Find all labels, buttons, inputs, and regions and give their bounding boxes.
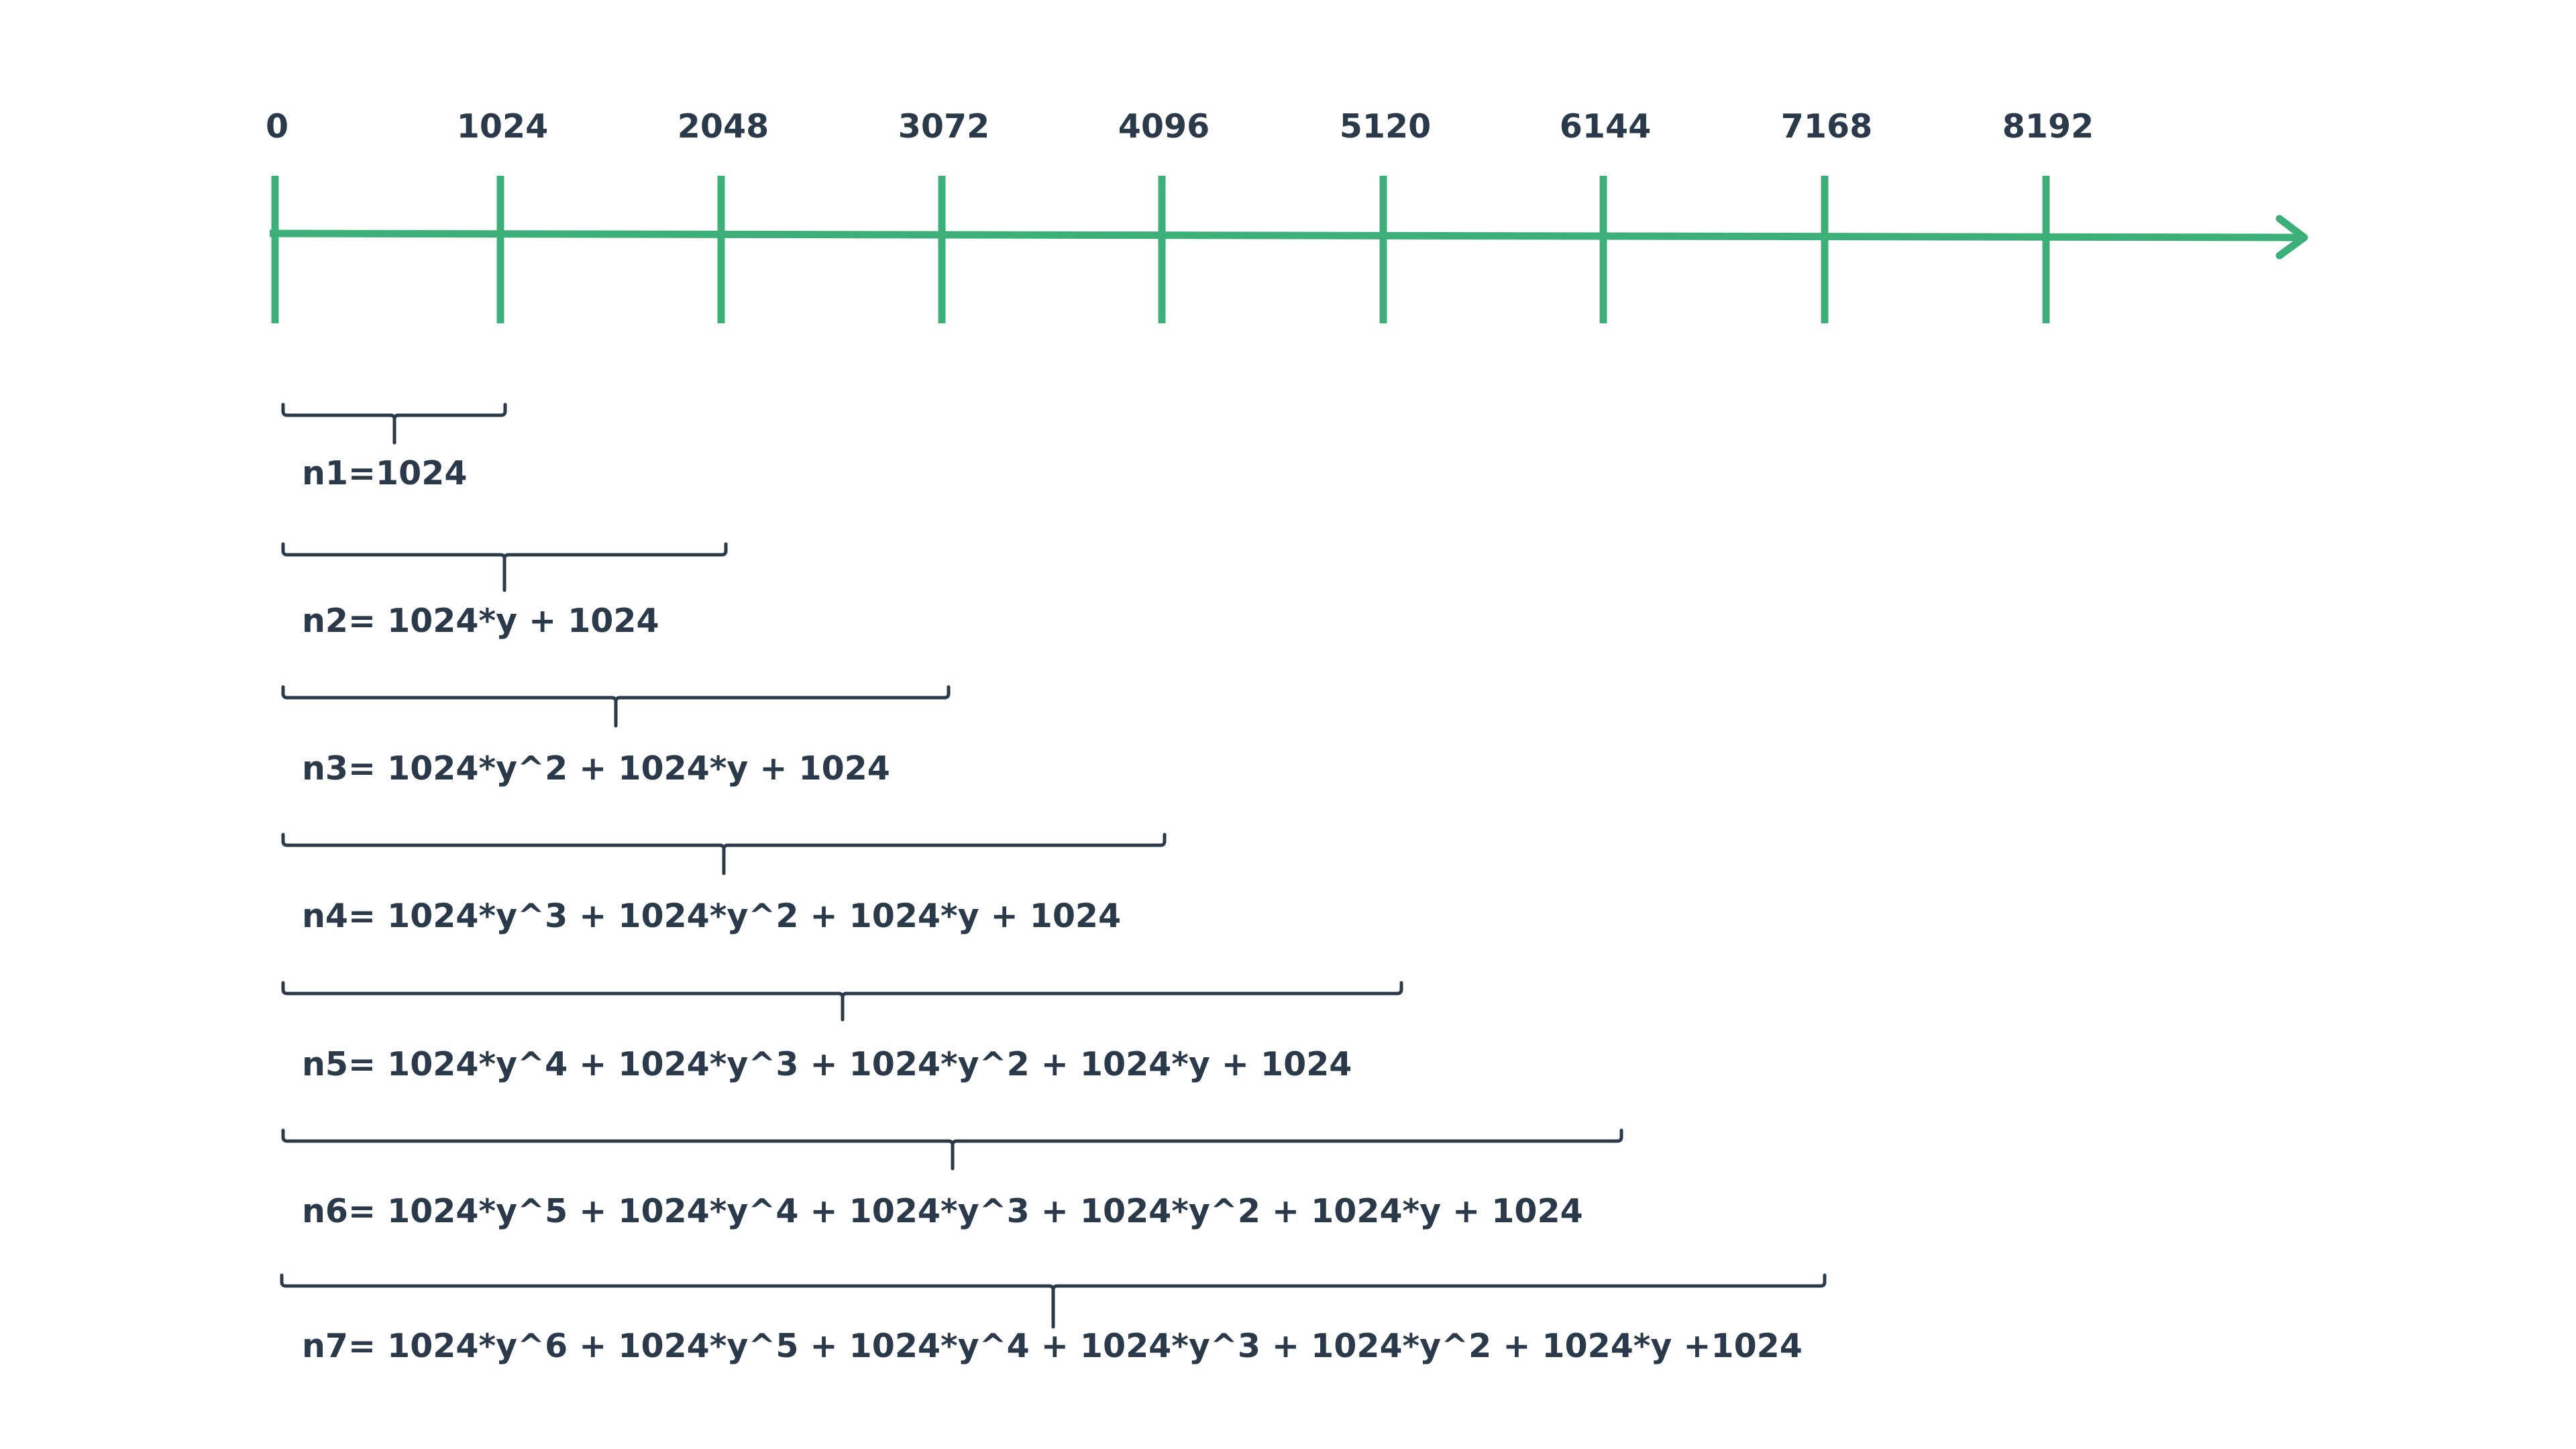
formula-n4: n4= 1024*y^3 + 1024*y^2 + 1024*y + 1024 [302, 897, 1121, 935]
formula-n1: n1=1024 [302, 454, 467, 492]
formula-n6: n6= 1024*y^5 + 1024*y^4 + 1024*y^3 + 102… [302, 1192, 1583, 1230]
tick-label: 7168 [1781, 107, 1872, 146]
formula-n5: n5= 1024*y^4 + 1024*y^3 + 1024*y^2 + 102… [302, 1045, 1352, 1083]
brace-7 [280, 1273, 1827, 1329]
brace-5 [281, 981, 1403, 1022]
axis-line [269, 229, 2303, 241]
tick-label: 4096 [1118, 107, 1210, 146]
brace-list: n1=1024 n2= 1024*y + 1024 n3= 1024*y^2 + 1… [280, 402, 1827, 1365]
brace-3 [281, 685, 951, 728]
number-line-axis: 0 1024 2048 3072 4096 5120 6144 7168 8192 [266, 107, 2308, 323]
tick-label: 3072 [898, 107, 989, 146]
tick-label: 2048 [678, 107, 769, 146]
tick-label: 0 [266, 107, 288, 146]
formula-n3: n3= 1024*y^2 + 1024*y + 1024 [302, 749, 890, 788]
tick-label: 6144 [1560, 107, 1651, 146]
brace-1 [281, 402, 507, 445]
tick-label: 5120 [1340, 107, 1431, 146]
formula-n7: n7= 1024*y^6 + 1024*y^5 + 1024*y^4 + 102… [302, 1327, 1803, 1365]
formula-n2: n2= 1024*y + 1024 [302, 602, 659, 640]
brace-6 [281, 1128, 1623, 1171]
tick-label: 8192 [2002, 107, 2094, 146]
brace-4 [281, 833, 1167, 875]
brace-2 [281, 542, 728, 592]
tick-label: 1024 [457, 107, 548, 146]
axis-arrowhead [2275, 215, 2308, 260]
